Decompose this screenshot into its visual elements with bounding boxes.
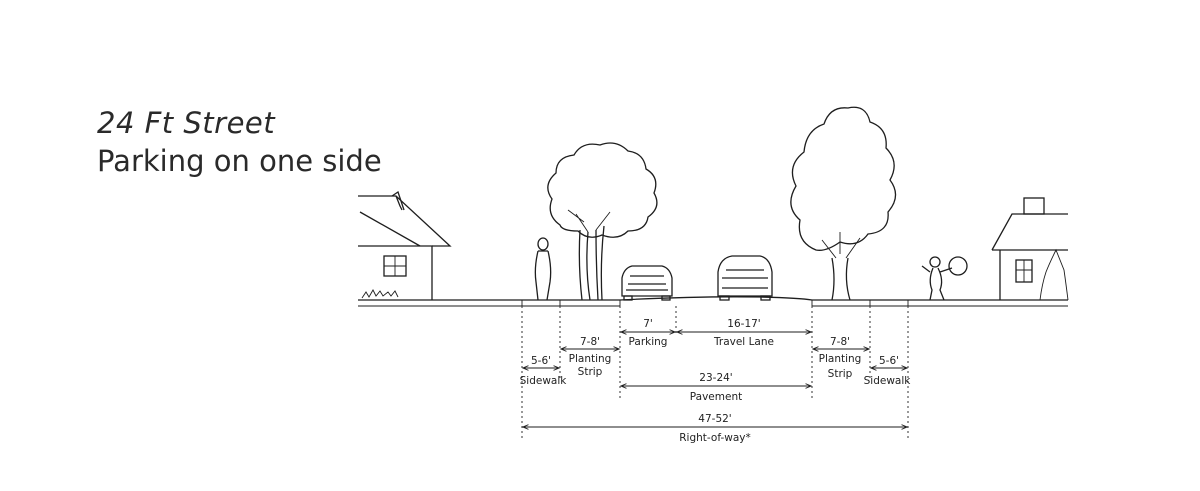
dimension-extension-lines <box>521 306 909 440</box>
travel-lane-value: 16-17' <box>727 318 760 330</box>
car-icon <box>717 255 773 301</box>
page-subtitle: Parking on one side <box>97 144 382 178</box>
right-of-way-value: 47-52' <box>698 413 731 425</box>
child-icon <box>921 256 968 301</box>
planting-left-label-2: Strip <box>578 366 603 378</box>
sidewalk-left-label: Sidewalk <box>520 375 568 387</box>
car-icon <box>621 265 673 301</box>
travel-lane-label: Travel Lane <box>713 336 774 348</box>
tree-icon <box>790 106 897 301</box>
ground-line <box>358 296 1068 307</box>
tree-icon <box>547 142 658 301</box>
right-of-way-dimension: 47-52' Right-of-way* <box>523 413 907 444</box>
sidewalk-right-dimension: 5-6' Sidewalk <box>864 355 912 387</box>
pavement-label: Pavement <box>690 391 742 403</box>
sidewalk-right-label: Sidewalk <box>864 375 912 387</box>
planting-right-label-2: Strip <box>828 368 853 380</box>
house-icon <box>991 197 1069 301</box>
sidewalk-left-value: 5-6' <box>531 355 551 367</box>
sidewalk-right-value: 5-6' <box>879 355 899 367</box>
planting-left-label: Planting <box>569 353 612 365</box>
planting-strip-right-dimension: 7-8' Planting Strip <box>813 336 869 380</box>
pedestrian-icon <box>534 237 552 301</box>
parking-label: Parking <box>629 336 668 348</box>
parking-value: 7' <box>643 318 653 330</box>
pavement-value: 23-24' <box>699 372 732 384</box>
page-title: 24 Ft Street <box>97 106 276 140</box>
travel-lane-dimension: 16-17' Travel Lane <box>677 318 811 348</box>
planting-left-value: 7-8' <box>580 336 600 348</box>
pavement-dimension: 23-24' Pavement <box>621 372 811 403</box>
sidewalk-left-dimension: 5-6' Sidewalk <box>520 355 568 387</box>
parking-dimension: 7' Parking <box>621 318 675 348</box>
house-icon <box>358 190 452 300</box>
planting-right-label: Planting <box>819 353 862 365</box>
planting-right-value: 7-8' <box>830 336 850 348</box>
title-block: 24 Ft Street Parking on one side <box>97 105 382 181</box>
right-of-way-label: Right-of-way* <box>679 432 750 444</box>
planting-strip-left-dimension: 7-8' Planting Strip <box>561 336 619 378</box>
